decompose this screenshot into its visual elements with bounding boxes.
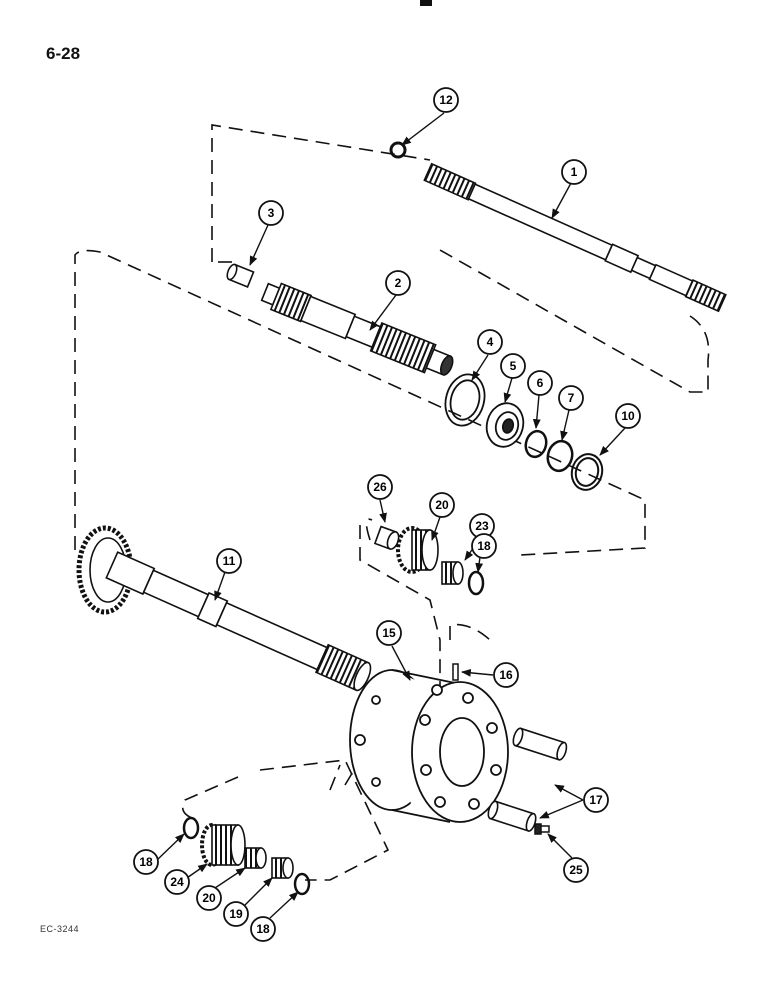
callout-18-lower-right: 18	[250, 916, 276, 942]
part-16-pin	[452, 663, 459, 681]
svg-text:17: 17	[589, 793, 603, 807]
svg-text:12: 12	[439, 93, 453, 107]
svg-text:24: 24	[170, 875, 184, 889]
callout-10: 10	[615, 403, 641, 429]
svg-text:3: 3	[268, 206, 275, 220]
part-6-snap-ring	[524, 429, 548, 459]
svg-text:23: 23	[475, 519, 489, 533]
svg-text:25: 25	[569, 863, 583, 877]
svg-text:20: 20	[435, 498, 449, 512]
callout-4: 4	[477, 329, 503, 355]
svg-text:6: 6	[537, 376, 544, 390]
svg-text:18: 18	[139, 855, 153, 869]
svg-text:26: 26	[373, 480, 387, 494]
callout-3: 3	[258, 200, 284, 226]
header-scan-mark	[420, 0, 432, 6]
part-2-shaft	[260, 282, 454, 376]
part-26-bushing	[373, 525, 400, 550]
callout-18-lower-left: 18	[133, 849, 159, 875]
svg-text:18: 18	[256, 922, 270, 936]
callout-15: 15	[376, 620, 402, 646]
callout-17: 17	[583, 787, 609, 813]
callout-1: 1	[561, 159, 587, 185]
callout-7: 7	[558, 385, 584, 411]
callout-11: 11	[216, 548, 242, 574]
callout-2: 2	[385, 270, 411, 296]
callout-25: 25	[563, 857, 589, 883]
part-24-gear	[200, 823, 246, 867]
callout-6: 6	[527, 370, 553, 396]
svg-text:19: 19	[229, 907, 243, 921]
part-20-needle-bearing-upper	[441, 561, 464, 585]
callout-18-upper: 18	[471, 533, 497, 559]
part-3-bushing	[226, 263, 255, 288]
svg-text:1: 1	[571, 165, 578, 179]
part-4-seal	[444, 373, 486, 427]
svg-text:4: 4	[487, 335, 494, 349]
part-18-washer-lower-right	[293, 872, 311, 896]
svg-text:7: 7	[568, 391, 575, 405]
page-number: 6-28	[46, 44, 81, 63]
part-18-washer-upper	[467, 570, 485, 596]
part-10-thrust-washer	[570, 453, 604, 491]
figure-code: EC-3244	[40, 924, 80, 934]
part-1-shaft	[423, 162, 727, 313]
callout-19: 20	[429, 492, 455, 518]
callout-12: 12	[433, 87, 459, 113]
svg-text:16: 16	[499, 668, 513, 682]
callout-24: 24	[164, 869, 190, 895]
part-18-washer-lower-left	[182, 816, 200, 840]
callout-5: 5	[500, 353, 526, 379]
callout-23: 19	[223, 901, 249, 927]
part-15-carrier	[349, 669, 509, 823]
callout-20-lower: 20	[196, 885, 222, 911]
part-17-pin-upper	[512, 727, 568, 761]
callout-26: 26	[367, 474, 393, 500]
part-11-gear-shaft	[76, 525, 372, 692]
part-17-pin-lower	[487, 800, 537, 832]
part-25-screw	[534, 823, 550, 835]
part-19-gear	[396, 526, 439, 574]
part-12-snap-ring	[389, 141, 407, 159]
svg-text:5: 5	[510, 359, 517, 373]
svg-text:20: 20	[202, 891, 216, 905]
part-23-needle-bearing	[271, 857, 294, 879]
svg-text:18: 18	[477, 539, 491, 553]
callout-16: 16	[493, 662, 519, 688]
svg-text:10: 10	[621, 409, 635, 423]
part-7-washer	[546, 439, 574, 473]
svg-text:15: 15	[382, 626, 396, 640]
dashed-assembly-lines	[74, 124, 710, 881]
part-5-bearing	[485, 402, 525, 448]
svg-text:2: 2	[395, 276, 402, 290]
svg-text:11: 11	[223, 554, 236, 568]
part-20-needle-bearing-lower	[244, 847, 267, 869]
